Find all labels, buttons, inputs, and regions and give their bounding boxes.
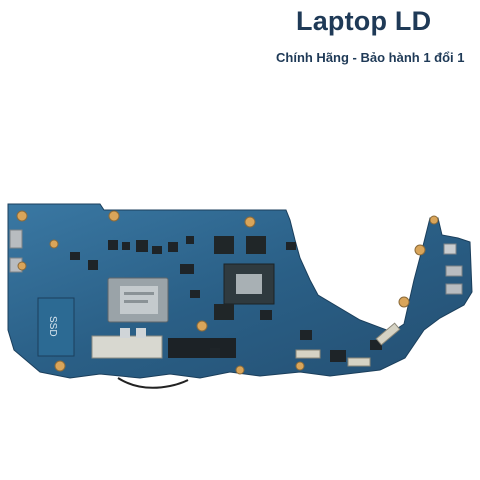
brand-subtitle: Chính Hãng - Bảo hành 1 đổi 1 (276, 50, 465, 65)
ssd-label: SSD (47, 316, 58, 337)
product-photo: SSD (0, 180, 480, 400)
brand-title: Laptop LD (296, 6, 432, 36)
motherboard-icon: SSD (7, 203, 473, 389)
